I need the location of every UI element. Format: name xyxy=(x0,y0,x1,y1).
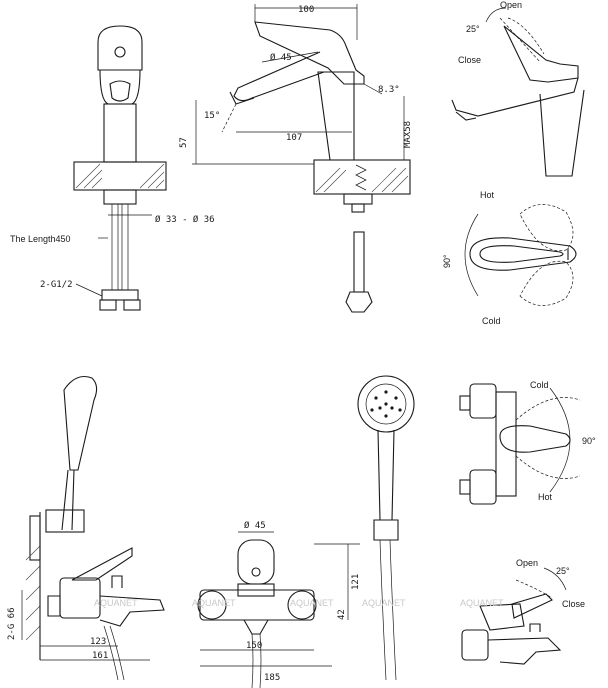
dim-100-label: 100 xyxy=(298,5,314,15)
thread-label: 2-G1/2 xyxy=(40,280,73,290)
deg-90-top-label: 90° xyxy=(442,254,452,268)
dim-107-label: 107 xyxy=(286,133,302,143)
cold-bottom-label: Cold xyxy=(530,380,549,390)
length-label: The Length450 xyxy=(10,234,71,244)
lever-hot-cold-view xyxy=(464,204,577,306)
open-bottom-label: Open xyxy=(516,558,538,568)
dim-15-label: 15° xyxy=(204,111,220,121)
open-top-label: Open xyxy=(500,0,522,10)
dim-45-top-label: Ø 45 xyxy=(270,52,292,63)
dim-185-label: 185 xyxy=(264,673,280,683)
basin-mixer-front-view xyxy=(73,25,167,311)
dim-max58-label: MAX58 xyxy=(403,121,413,148)
lever-open-close-view xyxy=(451,7,585,177)
cold-top-label: Cold xyxy=(482,316,501,326)
dim-57-label: 57 xyxy=(179,137,189,148)
deg-25-bottom-label: 25° xyxy=(556,566,570,576)
dim-42-label: 42 xyxy=(337,609,347,620)
watermark-4: AQUANET xyxy=(362,598,406,608)
bath-mixer-open-close-view xyxy=(461,567,567,665)
wall-mixer-hot-cold-view xyxy=(459,383,581,505)
deg-25-top-label: 25° xyxy=(466,24,480,34)
watermark-1: AQUANET xyxy=(94,598,138,608)
basin-mixer-side-view xyxy=(192,4,411,313)
hole-diameter-label: Ø 33 - Ø 36 xyxy=(155,214,215,225)
g-66-label: 2-G 66 xyxy=(7,607,17,640)
watermark-2: AQUANET xyxy=(192,598,236,608)
hand-shower xyxy=(357,375,415,681)
close-top-label: Close xyxy=(458,55,481,65)
bath-mixer-front-view xyxy=(197,531,360,688)
dim-161-label: 161 xyxy=(92,651,108,661)
dim-45-bottom-label: Ø 45 xyxy=(244,520,266,531)
watermark-5: AQUANET xyxy=(460,598,504,608)
dim-121-label: 121 xyxy=(351,574,361,590)
close-bottom-label: Close xyxy=(562,599,585,609)
dim-123-label: 123 xyxy=(90,637,106,647)
hot-top-label: Hot xyxy=(480,190,495,200)
hot-bottom-label: Hot xyxy=(538,492,553,502)
bath-mixer-side-view xyxy=(21,375,165,681)
watermark-3: AQUANET xyxy=(290,598,334,608)
dim-150-label: 150 xyxy=(246,641,262,651)
dim-8-3-label: 8.3° xyxy=(378,85,400,95)
deg-90-bottom-label: 90° xyxy=(582,436,596,446)
